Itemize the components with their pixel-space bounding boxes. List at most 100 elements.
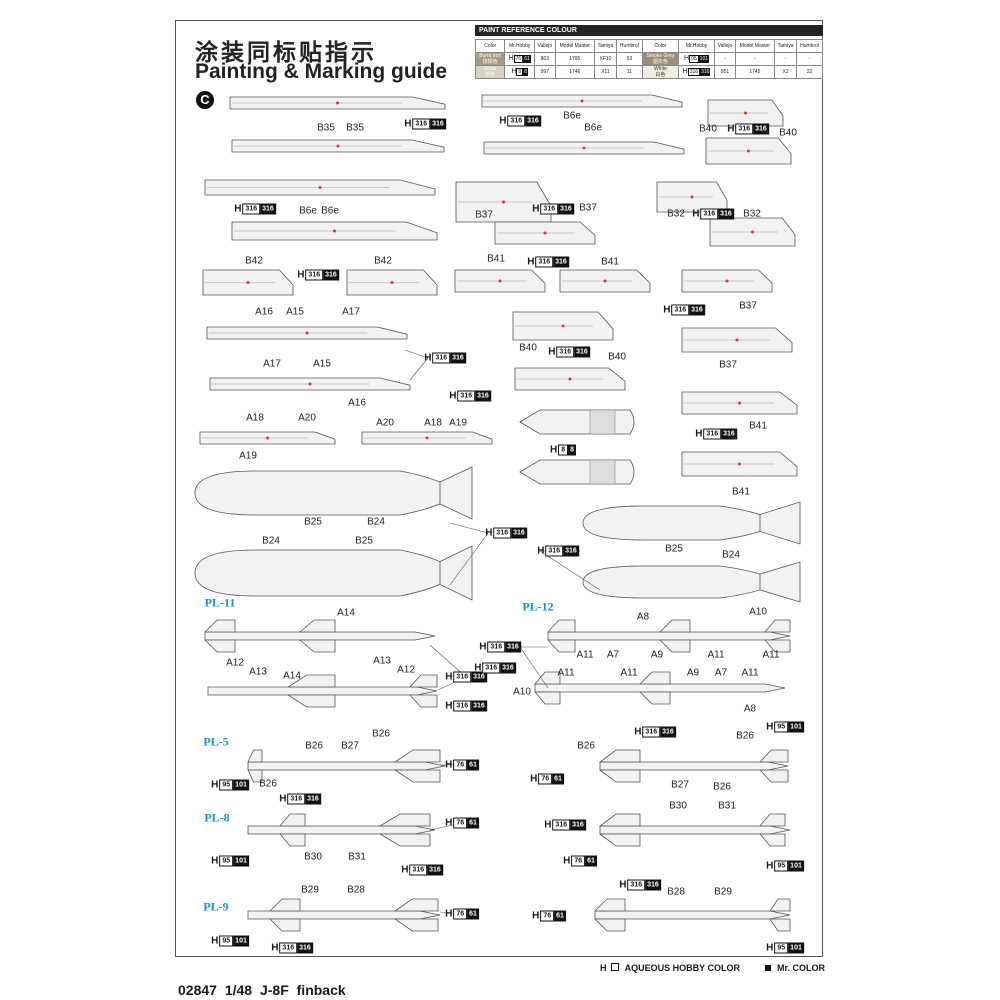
part-label: B30 xyxy=(669,800,687,812)
part-label: B27 xyxy=(671,779,689,791)
decal-mark xyxy=(738,401,741,405)
missile-fin xyxy=(759,813,786,847)
aqueous-code: 76 xyxy=(513,55,524,63)
aqueous-code: 95 xyxy=(774,860,789,872)
aqueous-code: 316 xyxy=(412,118,431,130)
part-label: A9 xyxy=(650,649,664,661)
legend-h-prefix: H xyxy=(600,963,607,973)
missile-body xyxy=(207,686,438,696)
aqueous-code: 316 xyxy=(556,346,575,358)
part-label: B24 xyxy=(722,549,740,561)
mr-color-code: 316 xyxy=(721,428,737,440)
part-label: B42 xyxy=(374,255,392,267)
part-label: B37 xyxy=(719,359,737,371)
part-label: A15 xyxy=(286,306,304,318)
aqueous-code: 8 xyxy=(558,444,569,456)
tank-fin xyxy=(439,466,473,520)
part-label: A7 xyxy=(606,649,620,661)
aqueous-code: 95 xyxy=(774,721,789,733)
part-label: B41 xyxy=(732,486,750,498)
decal-mark xyxy=(336,101,339,105)
aqueous-code: 316 xyxy=(409,864,428,876)
mr-color-code: 316 xyxy=(260,203,276,215)
h-prefix: H xyxy=(499,115,507,127)
mr-color-code: 61 xyxy=(467,908,479,920)
missile-body xyxy=(599,761,789,771)
part-label: B32 xyxy=(743,208,761,220)
part-label: B29 xyxy=(301,884,319,896)
legend-black-square-icon xyxy=(764,965,771,971)
missile-fin xyxy=(247,749,263,783)
missile-fin xyxy=(639,671,671,705)
aqueous-code: 95 xyxy=(219,935,234,947)
part-label: A8 xyxy=(743,703,757,715)
part-label: B6e xyxy=(321,205,339,217)
aqueous-code: 95 xyxy=(774,942,789,954)
color-name-cn: 烧铁色 xyxy=(482,59,498,65)
mr-color-code: 316 xyxy=(689,304,705,316)
decal-mark xyxy=(425,436,429,440)
part-label: B31 xyxy=(348,851,366,863)
model-master-code: 1745 xyxy=(734,65,775,79)
h-prefix: H xyxy=(211,779,219,791)
aqueous-code: 95 xyxy=(219,779,234,791)
part-label: A10 xyxy=(749,606,767,618)
h-prefix: H xyxy=(544,819,552,831)
aqueous-code: 316 xyxy=(627,879,646,891)
decal-mark xyxy=(582,146,586,150)
humbrol-code: 22 xyxy=(796,65,823,79)
part-label: B40 xyxy=(519,342,537,354)
missile-type-label: PL-8 xyxy=(204,810,230,825)
h-prefix: H xyxy=(271,942,279,954)
missile-fin xyxy=(204,619,236,653)
decal-mark xyxy=(305,331,309,335)
missile-type-label: PL-5 xyxy=(203,734,229,749)
missile-fin xyxy=(298,619,336,653)
aqueous-code: 76 xyxy=(538,773,553,785)
pod-part xyxy=(519,409,635,435)
part-label: B41 xyxy=(601,256,619,268)
part-label: B41 xyxy=(487,253,505,265)
fuel-tank xyxy=(582,565,781,599)
mr-color-code: 316 xyxy=(430,118,446,130)
mr-color-code: 61 xyxy=(467,759,479,771)
missile-fin xyxy=(393,749,441,783)
humbrol-code: 11 xyxy=(616,65,643,79)
part-label: B29 xyxy=(714,886,732,898)
part-label: A19 xyxy=(449,417,467,429)
fuel-tank xyxy=(194,549,461,597)
aqueous-code: 316 xyxy=(552,819,571,831)
mr-color-code: 101 xyxy=(233,855,249,867)
h-prefix: H xyxy=(549,444,558,456)
h-prefix: H xyxy=(727,123,735,135)
part-label: A11 xyxy=(620,667,638,679)
mr-color-code: 316 xyxy=(574,346,590,358)
mr-color-code: 101 xyxy=(233,779,249,791)
paint-table-title: PAINT REFERENCE COLOUR xyxy=(475,25,823,36)
part-label: B28 xyxy=(667,886,685,898)
part-label: B26 xyxy=(713,781,731,793)
part-label: B37 xyxy=(739,300,757,312)
h-prefix: H xyxy=(695,428,703,440)
part-label: A16 xyxy=(348,397,366,409)
decal-mark xyxy=(502,200,505,204)
part-label: B40 xyxy=(699,123,717,135)
tank-fin xyxy=(759,501,801,545)
